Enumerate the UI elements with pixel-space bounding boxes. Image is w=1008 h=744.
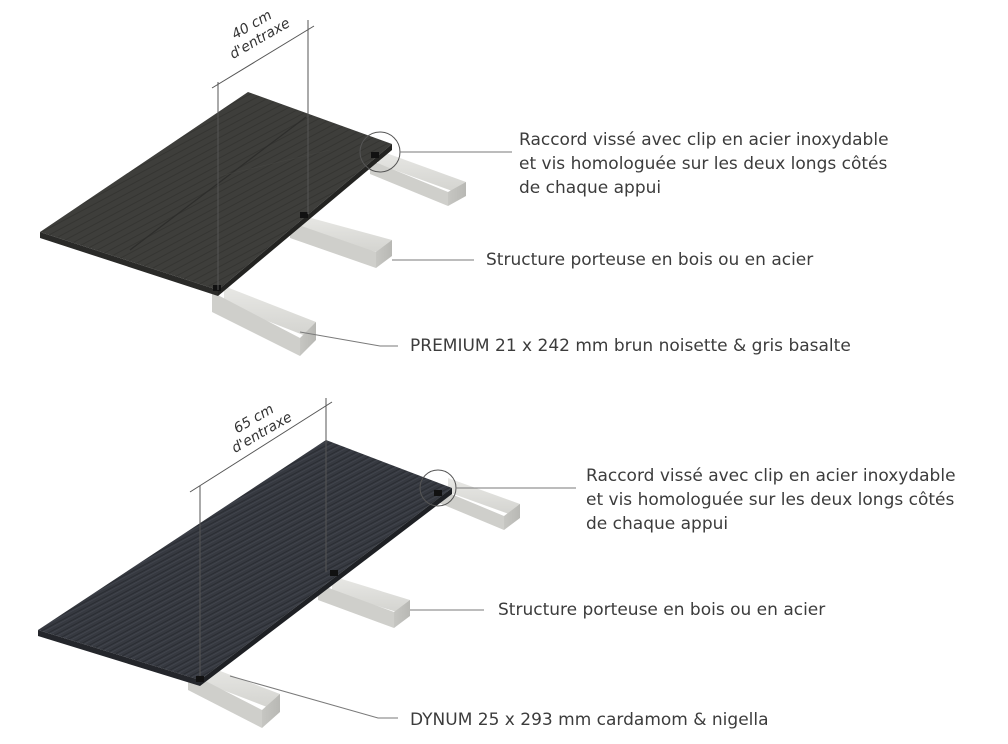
top-joist-middle [290, 215, 392, 268]
top-joist-back [370, 150, 466, 206]
bottom-joist-front [188, 664, 280, 728]
bottom-callout-clip-line-3: de chaque appui [586, 514, 729, 534]
bottom-joist-middle [318, 576, 410, 628]
top-leaders [299, 151, 512, 347]
top-dimension [211, 20, 315, 290]
bottom-callout-clip-line-1: Raccord vissé avec clip en acier inoxyda… [586, 466, 956, 486]
bottom-callout-clip: Raccord vissé avec clip en acier inoxyda… [586, 464, 956, 536]
top-callout-clip-line-3: de chaque appui [519, 178, 662, 198]
top-callout-clip-line-2: et vis homologuée sur les deux longs côt… [519, 154, 888, 174]
top-callout-product: PREMIUM 21 x 242 mm brun noisette & gris… [410, 336, 851, 356]
bottom-assembly [38, 398, 576, 728]
top-assembly [40, 20, 512, 356]
top-callout-structure: Structure porteuse en bois ou en acier [486, 250, 814, 270]
top-joist-front [212, 286, 316, 356]
bottom-callout-structure: Structure porteuse en bois ou en acier [498, 600, 826, 620]
top-decking-board [40, 92, 392, 296]
bottom-leaders [229, 487, 576, 719]
bottom-callout-product: DYNUM 25 x 293 mm cardamom & nigella [410, 710, 769, 730]
top-callout-clip: Raccord vissé avec clip en acier inoxyda… [519, 128, 889, 200]
top-callout-clip-line-1: Raccord vissé avec clip en acier inoxyda… [519, 130, 889, 150]
top-clips [213, 152, 379, 291]
bottom-decking-board [38, 440, 452, 686]
bottom-clips [196, 490, 442, 682]
bottom-callout-clip-line-2: et vis homologuée sur les deux longs côt… [586, 490, 955, 510]
bottom-dimension [189, 398, 333, 676]
